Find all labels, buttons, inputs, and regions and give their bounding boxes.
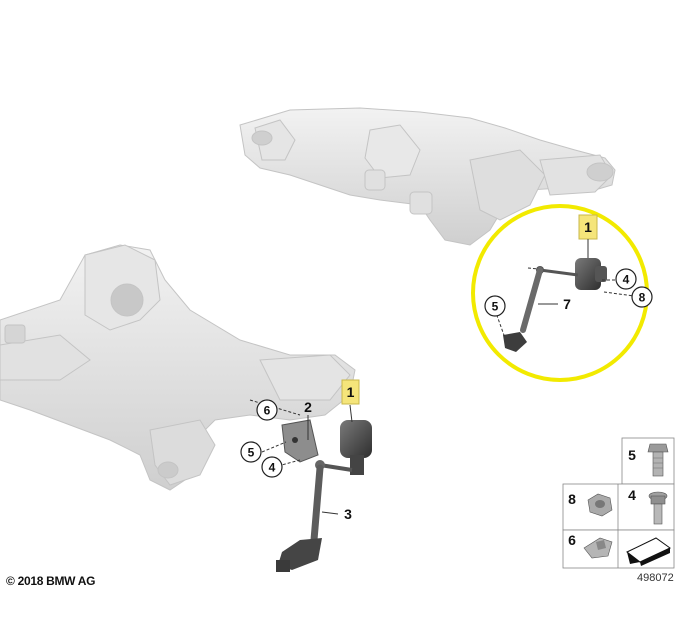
callout-front-link-rod: 3 bbox=[344, 506, 352, 522]
legend-arrow-cell bbox=[626, 537, 671, 566]
copyright-text: © 2018 BMW AG bbox=[6, 574, 96, 588]
clip-icon bbox=[583, 537, 613, 559]
rear-subframe bbox=[239, 107, 616, 246]
label-front-link-rod: 3 bbox=[344, 506, 352, 522]
label-rear-nut: 4 bbox=[623, 273, 630, 287]
highlight-circle bbox=[471, 204, 649, 382]
label-rear-sensor: 1 bbox=[584, 219, 592, 235]
label-front-bolt: 5 bbox=[248, 446, 255, 460]
label-front-sensor: 1 bbox=[347, 384, 355, 400]
parts-legend: 5 8 4 6 bbox=[562, 437, 675, 569]
label-rear-hex-nut: 8 bbox=[639, 291, 646, 305]
label-front-bracket: 2 bbox=[304, 399, 312, 415]
arrow-icon bbox=[626, 537, 671, 566]
label-front-clip: 6 bbox=[264, 404, 271, 418]
callout-rear-link-rod: 7 bbox=[538, 296, 571, 312]
callout-rear-bolt: 5 bbox=[484, 295, 506, 317]
callout-front-clip: 6 bbox=[256, 399, 278, 421]
legend-clip-cell: 6 bbox=[568, 532, 613, 559]
rear-ride-height-sensor bbox=[494, 258, 635, 352]
front-ride-height-sensor bbox=[249, 399, 372, 572]
callout-front-bolt: 5 bbox=[240, 441, 262, 463]
legend-hex-nut-label: 8 bbox=[568, 491, 576, 507]
callout-rear-hex-nut: 8 bbox=[631, 286, 653, 308]
label-rear-link-rod: 7 bbox=[563, 296, 571, 312]
bolt-icon bbox=[647, 443, 669, 477]
legend-bolt-label: 5 bbox=[628, 447, 636, 463]
front-subframe bbox=[0, 244, 356, 491]
hex-nut-icon bbox=[587, 493, 613, 517]
callout-rear-sensor: 1 bbox=[578, 214, 598, 258]
label-rear-bolt: 5 bbox=[492, 300, 499, 314]
flange-bolt-icon bbox=[648, 491, 668, 525]
label-front-nut: 4 bbox=[269, 461, 276, 475]
legend-nut-label: 4 bbox=[628, 487, 636, 503]
legend-nut-cell: 4 bbox=[628, 487, 668, 525]
legend-hex-nut-cell: 8 bbox=[568, 491, 613, 517]
callout-front-nut: 4 bbox=[261, 456, 283, 478]
callout-front-sensor: 1 bbox=[341, 379, 360, 405]
legend-clip-label: 6 bbox=[568, 532, 576, 548]
legend-bolt-cell: 5 bbox=[628, 443, 669, 477]
document-number: 498072 bbox=[637, 572, 674, 584]
callout-rear-nut: 4 bbox=[615, 268, 637, 290]
callout-front-bracket: 2 bbox=[304, 399, 312, 415]
